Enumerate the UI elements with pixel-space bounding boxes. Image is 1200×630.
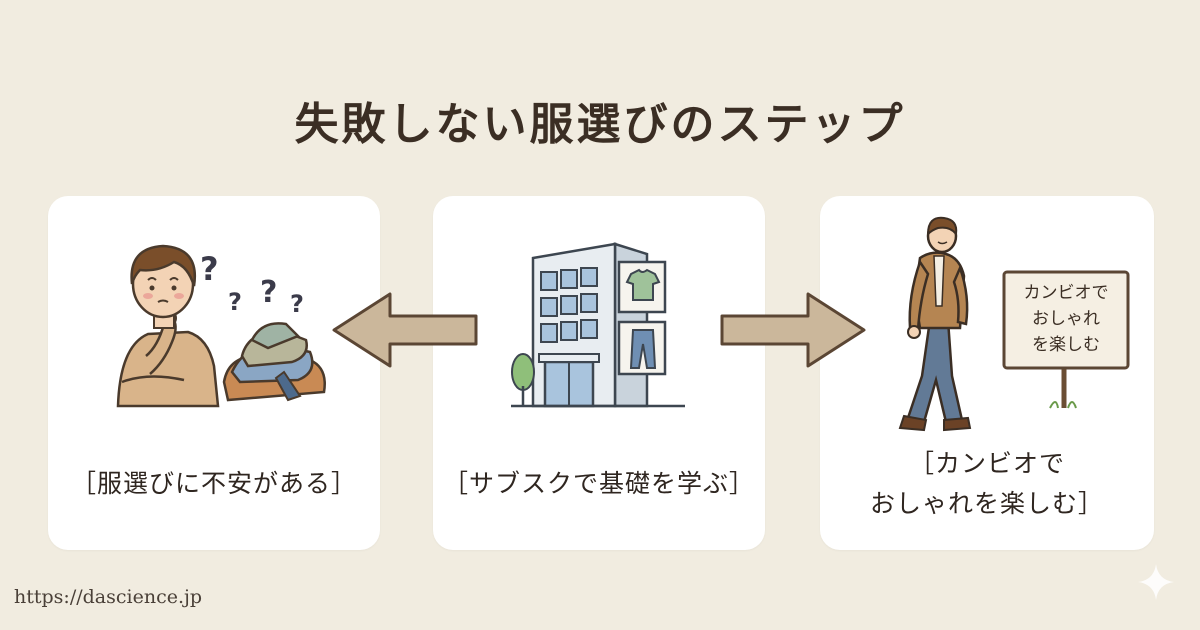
page-title: 失敗しない服選びのステップ [294,99,906,150]
signboard-icon: カンビオで おしゃれ を楽しむ [1002,270,1130,409]
sign-text: おしゃれ [1032,309,1100,329]
step-card-anxious: ? ? ? ? ［服選びに不安がある］ [48,196,380,550]
confused-person-icon: ? ? ? ? [116,244,326,408]
left-arrow-icon [332,292,478,368]
footer-url[interactable]: https://dascience.jp [14,586,203,608]
step-label-line2: おしゃれを楽しむ］ [869,489,1104,518]
building-icon [511,242,685,408]
sparkle-icon [1138,564,1174,600]
sign-text: を楽しむ [1032,335,1100,355]
step-card-subscription: ［サブスクで基礎を学ぶ］ [433,196,765,550]
walking-man-icon: カンビオで おしゃれ を楽しむ [898,216,1130,432]
step-label-line1: ［カンビオで [908,449,1065,478]
question-mark: ? [290,290,304,318]
question-mark: ? [228,288,242,316]
question-mark: ? [200,250,219,288]
right-arrow-icon [720,292,866,368]
sign-text: カンビオで [1024,283,1109,303]
step-card-cambio: カンビオで おしゃれ を楽しむ ［カンビオで おしゃれを楽しむ］ [820,196,1154,550]
step-label: ［服選びに不安がある］ [70,469,357,498]
clothes-pile-icon [222,322,326,402]
question-mark: ? [260,275,277,310]
step-label: ［カンビオで おしゃれを楽しむ］ [820,444,1154,524]
step-label: ［サブスクで基礎を学ぶ］ [442,469,755,498]
